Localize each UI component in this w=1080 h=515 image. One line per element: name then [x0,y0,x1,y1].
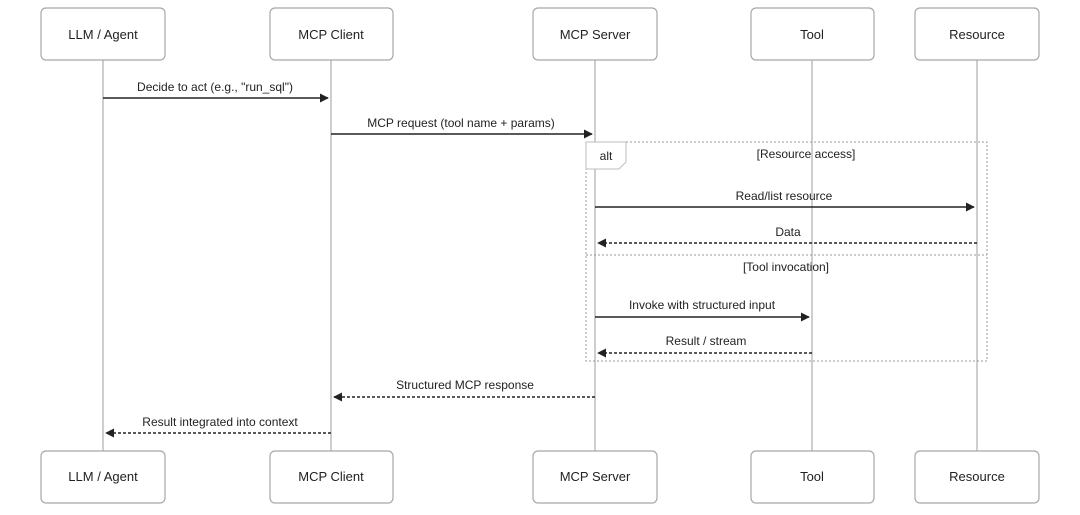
alt-frame-tab [585,141,627,170]
participant-server-top: MCP Server [532,7,658,61]
participants-top: LLM / Agent MCP Client MCP Server Tool R… [40,7,1040,61]
message-label-data: Data [775,225,801,239]
participant-client-bottom: MCP Client [269,450,394,504]
messages: Decide to act (e.g., "run_sql") MCP requ… [103,80,977,438]
participant-label: Tool [800,27,824,42]
participant-server-bottom: MCP Server [532,450,658,504]
message-label-result-integrated: Result integrated into context [142,415,298,429]
participant-label: MCP Server [560,469,631,484]
participant-agent-bottom: LLM / Agent [40,450,166,504]
message-label-result-stream: Result / stream [666,334,747,348]
participant-agent-top: LLM / Agent [40,7,166,61]
participant-resource-top: Resource [914,7,1040,61]
participant-label: Resource [949,27,1005,42]
participants-bottom: LLM / Agent MCP Client MCP Server Tool R… [40,450,1040,504]
message-label-decide-to-act: Decide to act (e.g., "run_sql") [137,80,293,94]
alt-frame: alt [Resource access] [Tool invocation] [585,141,988,362]
participant-tool-top: Tool [750,7,875,61]
participant-label: Tool [800,469,824,484]
message-label-read-list-resource: Read/list resource [736,189,833,203]
alt-guard-resource-access: [Resource access] [757,147,856,161]
participant-resource-bottom: Resource [914,450,1040,504]
participant-label: LLM / Agent [68,469,138,484]
participant-tool-bottom: Tool [750,450,875,504]
participant-label: LLM / Agent [68,27,138,42]
message-label-structured-response: Structured MCP response [396,378,534,392]
message-label-mcp-request: MCP request (tool name + params) [367,116,555,130]
alt-frame-border [585,141,988,362]
participant-label: MCP Client [298,27,364,42]
participant-client-top: MCP Client [269,7,394,61]
participant-label: MCP Server [560,27,631,42]
alt-guard-tool-invocation: [Tool invocation] [743,260,829,274]
alt-frame-label: alt [600,149,613,163]
message-label-invoke-tool: Invoke with structured input [629,298,776,312]
participant-label: MCP Client [298,469,364,484]
participant-label: Resource [949,469,1005,484]
